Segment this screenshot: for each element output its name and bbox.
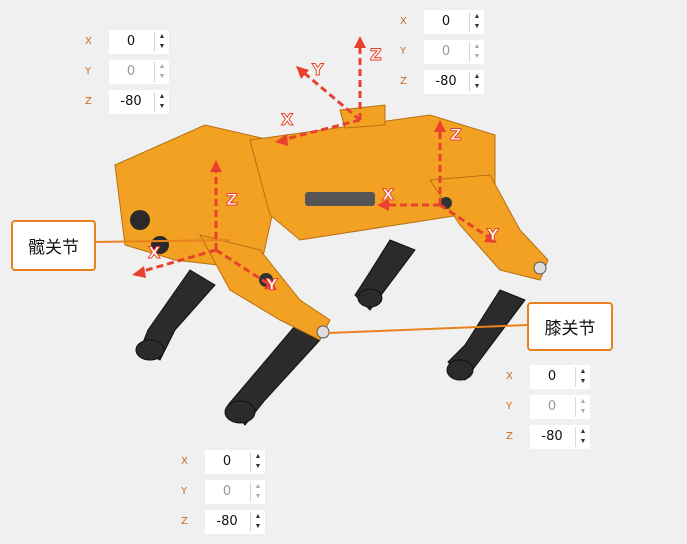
axis-letter-z: Z	[370, 45, 382, 64]
x-row: X 0 ▲ ▼	[400, 10, 490, 34]
z-row: Z -80 ▲ ▼	[181, 510, 271, 534]
y-value: 0	[222, 484, 232, 499]
decrement-icon: ▼	[579, 408, 587, 415]
decrement-icon[interactable]: ▼	[254, 463, 262, 470]
x-spinbox[interactable]: 0 ▲ ▼	[109, 30, 169, 54]
z-spinbox[interactable]: -80 ▲ ▼	[205, 510, 265, 534]
axis-letter-y: Y	[486, 225, 499, 244]
x-value[interactable]: 0	[441, 14, 451, 29]
y-row: Y 0 ▲ ▼	[400, 40, 490, 64]
decrement-icon[interactable]: ▼	[158, 103, 166, 110]
axis-letters: Z X Y Z X Y Z X Y	[148, 45, 500, 295]
x-value[interactable]: 0	[547, 369, 557, 384]
axis-letter-x: X	[281, 110, 294, 129]
x-axis-label: X	[85, 36, 92, 47]
increment-icon[interactable]: ▲	[579, 368, 587, 375]
knee-joint-label: 膝关节	[544, 319, 596, 339]
axis-letter-y: Y	[265, 275, 278, 294]
increment-icon[interactable]: ▲	[254, 513, 262, 520]
x-spinbox[interactable]: 0 ▲ ▼	[424, 10, 484, 34]
hip-joint-label: 髋关节	[28, 238, 79, 258]
x-row: X 0 ▲ ▼	[181, 450, 271, 474]
z-value[interactable]: -80	[541, 429, 563, 444]
y-row: Y 0 ▲ ▼	[181, 480, 271, 504]
x-spinbox[interactable]: 0 ▲ ▼	[530, 365, 590, 389]
z-axis-label: Z	[506, 431, 513, 442]
decrement-icon[interactable]: ▼	[158, 43, 166, 50]
decrement-icon: ▼	[473, 53, 481, 60]
x-row: X 0 ▲ ▼	[506, 365, 596, 389]
increment-icon: ▲	[254, 483, 262, 490]
axis-arrowheads	[132, 36, 497, 290]
coordinate-axes	[139, 45, 491, 287]
axis-letter-z: Z	[226, 190, 238, 209]
y-axis-label: Y	[181, 486, 188, 497]
z-spinbox[interactable]: -80 ▲ ▼	[530, 425, 590, 449]
increment-icon[interactable]: ▲	[579, 428, 587, 435]
y-axis-label: Y	[400, 46, 407, 57]
decrement-icon[interactable]: ▼	[473, 83, 481, 90]
robot-legs	[135, 239, 526, 426]
axis-letter-x: X	[148, 243, 161, 262]
y-value: 0	[126, 64, 136, 79]
decrement-icon[interactable]: ▼	[254, 523, 262, 530]
z-spinbox[interactable]: -80 ▲ ▼	[424, 70, 484, 94]
z-row: Z -80 ▲ ▼	[506, 425, 596, 449]
z-value[interactable]: -80	[216, 514, 238, 529]
y-spinbox: 0 ▲ ▼	[424, 40, 484, 64]
increment-icon[interactable]: ▲	[158, 33, 166, 40]
axis-letter-y: Y	[311, 60, 324, 79]
increment-icon[interactable]: ▲	[473, 73, 481, 80]
y-spinbox: 0 ▲ ▼	[205, 480, 265, 504]
increment-icon: ▲	[158, 63, 166, 70]
x-value[interactable]: 0	[222, 454, 232, 469]
decrement-icon[interactable]: ▼	[579, 438, 587, 445]
decrement-icon: ▼	[158, 73, 166, 80]
y-axis-label: Y	[506, 401, 513, 412]
decrement-icon[interactable]: ▼	[579, 378, 587, 385]
decrement-icon[interactable]: ▼	[473, 23, 481, 30]
z-row: Z -80 ▲ ▼	[85, 90, 175, 114]
increment-icon: ▲	[473, 43, 481, 50]
y-spinbox: 0 ▲ ▼	[530, 395, 590, 419]
axis-letter-x: X	[382, 185, 395, 204]
z-value[interactable]: -80	[435, 74, 457, 89]
robot-details	[130, 192, 547, 339]
robot-body	[114, 104, 549, 341]
z-spinbox[interactable]: -80 ▲ ▼	[109, 90, 169, 114]
increment-icon[interactable]: ▲	[473, 13, 481, 20]
y-spinbox: 0 ▲ ▼	[109, 60, 169, 84]
z-row: Z -80 ▲ ▼	[400, 70, 490, 94]
y-row: Y 0 ▲ ▼	[506, 395, 596, 419]
x-spinbox[interactable]: 0 ▲ ▼	[205, 450, 265, 474]
z-value[interactable]: -80	[120, 94, 142, 109]
x-row: X 0 ▲ ▼	[85, 30, 175, 54]
increment-icon: ▲	[579, 398, 587, 405]
x-axis-label: X	[400, 16, 407, 27]
y-row: Y 0 ▲ ▼	[85, 60, 175, 84]
increment-icon[interactable]: ▲	[254, 453, 262, 460]
decrement-icon: ▼	[254, 493, 262, 500]
hip-joint-callout: 髋关节	[11, 220, 96, 271]
z-axis-label: Z	[85, 96, 92, 107]
y-axis-label: Y	[85, 66, 92, 77]
y-value: 0	[547, 399, 557, 414]
increment-icon[interactable]: ▲	[158, 93, 166, 100]
x-value[interactable]: 0	[126, 34, 136, 49]
x-axis-label: X	[181, 456, 188, 467]
axis-letter-z: Z	[450, 125, 462, 144]
y-value: 0	[441, 44, 451, 59]
z-axis-label: Z	[181, 516, 188, 527]
knee-joint-callout: 膝关节	[527, 302, 613, 351]
x-axis-label: X	[506, 371, 513, 382]
z-axis-label: Z	[400, 76, 407, 87]
callout-leaders	[94, 239, 529, 334]
